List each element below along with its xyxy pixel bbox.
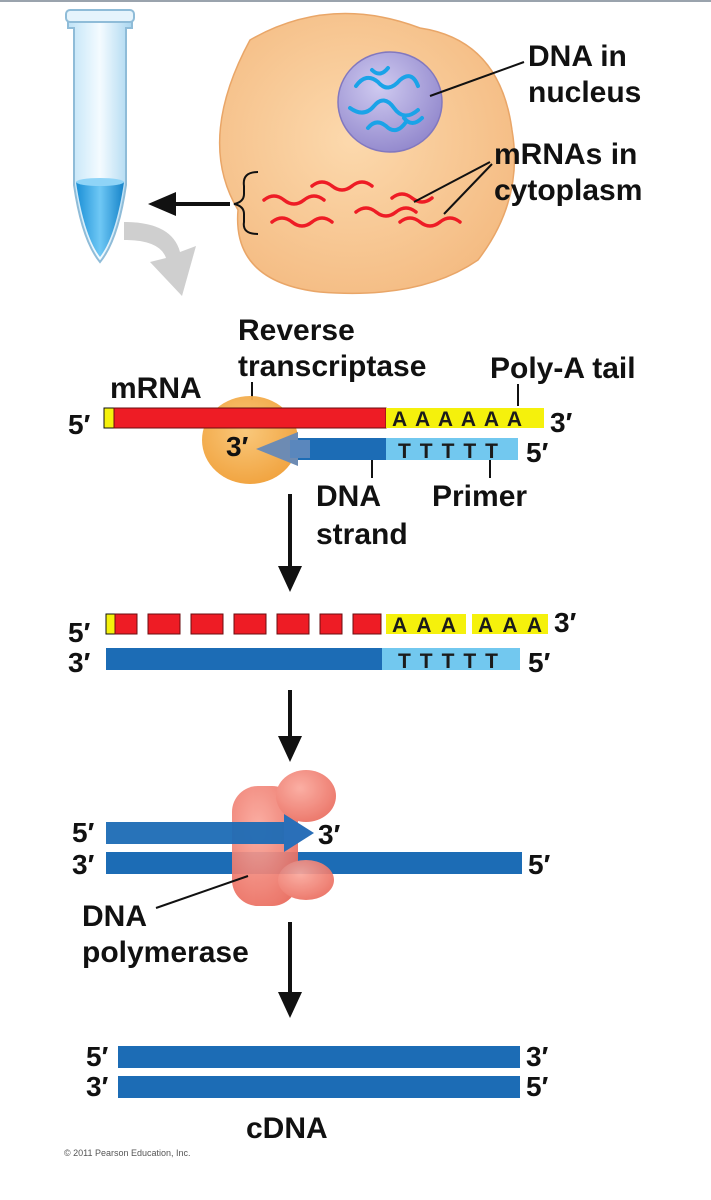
poly-a-bar-2a — [386, 614, 466, 634]
label-cytoplasm: cytoplasm — [494, 174, 642, 207]
curved-arrow-icon — [124, 222, 196, 296]
label-transcriptase: transcriptase — [238, 350, 426, 383]
dna-strand-bar-2 — [106, 648, 382, 670]
cytoplasm-mrnas — [262, 180, 462, 228]
label-5prime-primer-1: 5′ — [526, 437, 549, 468]
label-5prime-cdna-bottom: 5′ — [526, 1071, 549, 1102]
mrna-cap-2 — [105, 613, 116, 635]
copyright-notice: © 2011 Pearson Education, Inc. — [64, 1148, 191, 1158]
label-3prime-template: 3′ — [72, 849, 95, 880]
growing-dna-arrow — [106, 814, 314, 852]
label-mrnas-in: mRNAs in — [494, 138, 637, 171]
primer-sequence-1: TTTTT — [398, 440, 498, 463]
poly-a-bar-1 — [386, 408, 544, 428]
label-primer: Primer — [432, 480, 527, 513]
label-polymerase: polymerase — [82, 936, 249, 969]
label-3prime-dna-2: 3′ — [68, 647, 91, 678]
new-dna-strand-arrow — [256, 432, 386, 466]
poly-a-bar-2b — [472, 614, 548, 634]
leader-polymerase — [155, 875, 249, 909]
label-5prime-mrna-2: 5′ — [68, 617, 91, 648]
label-dna-in: DNA in — [528, 40, 627, 73]
mrna-cap-1 — [103, 407, 115, 429]
label-5prime-template: 5′ — [528, 849, 551, 880]
label-mrna: mRNA — [110, 372, 202, 405]
dna-polymerase-enzyme — [232, 770, 336, 906]
primer-bar-2 — [382, 648, 520, 670]
primer-sequence-2: TTTTT — [398, 650, 498, 673]
cdna-top-strand — [118, 1046, 520, 1068]
label-3prime-cdna-top: 3′ — [526, 1041, 549, 1072]
label-3prime-cdna-bottom: 3′ — [86, 1071, 109, 1102]
down-arrow-icon — [278, 690, 302, 762]
label-5prime-new-strand: 5′ — [72, 817, 95, 848]
poly-a-sequence-2b: AAA — [478, 614, 542, 637]
poly-a-sequence-2a: AAA — [392, 614, 456, 637]
label-3prime-growing-end: 3′ — [318, 819, 341, 850]
down-arrow-icon — [278, 494, 302, 592]
cdna-bottom-strand — [118, 1076, 520, 1098]
label-dna: DNA — [316, 480, 381, 513]
test-tube-icon — [65, 9, 135, 264]
label-poly-a-tail: Poly-A tail — [490, 352, 636, 385]
leader-dna-nucleus — [429, 61, 525, 97]
label-3prime-growing: 3′ — [226, 431, 249, 462]
leader-mrna-2 — [443, 163, 493, 215]
leader-mrna-1 — [413, 161, 491, 203]
left-arrow-icon — [148, 192, 230, 216]
label-3prime-mrna-2: 3′ — [554, 607, 577, 638]
down-arrow-icon — [278, 922, 302, 1018]
label-cdna: cDNA — [246, 1112, 328, 1145]
label-5prime-mrna-1: 5′ — [68, 409, 91, 440]
label-nucleus: nucleus — [528, 76, 641, 109]
primer-bar-1 — [386, 438, 518, 460]
label-reverse: Reverse — [238, 314, 355, 347]
label-strand: strand — [316, 518, 408, 551]
label-3prime-mrna-1: 3′ — [550, 407, 573, 438]
label-dna-pol-1: DNA — [82, 900, 147, 933]
degraded-mrna-fragments — [114, 613, 382, 635]
cell-illustration — [218, 12, 516, 295]
label-5prime-primer-2: 5′ — [528, 647, 551, 678]
nuclear-dna — [348, 66, 424, 133]
label-5prime-cdna-top: 5′ — [86, 1041, 109, 1072]
mrna-bracket — [233, 171, 259, 235]
mrna-bar-1 — [113, 407, 387, 429]
